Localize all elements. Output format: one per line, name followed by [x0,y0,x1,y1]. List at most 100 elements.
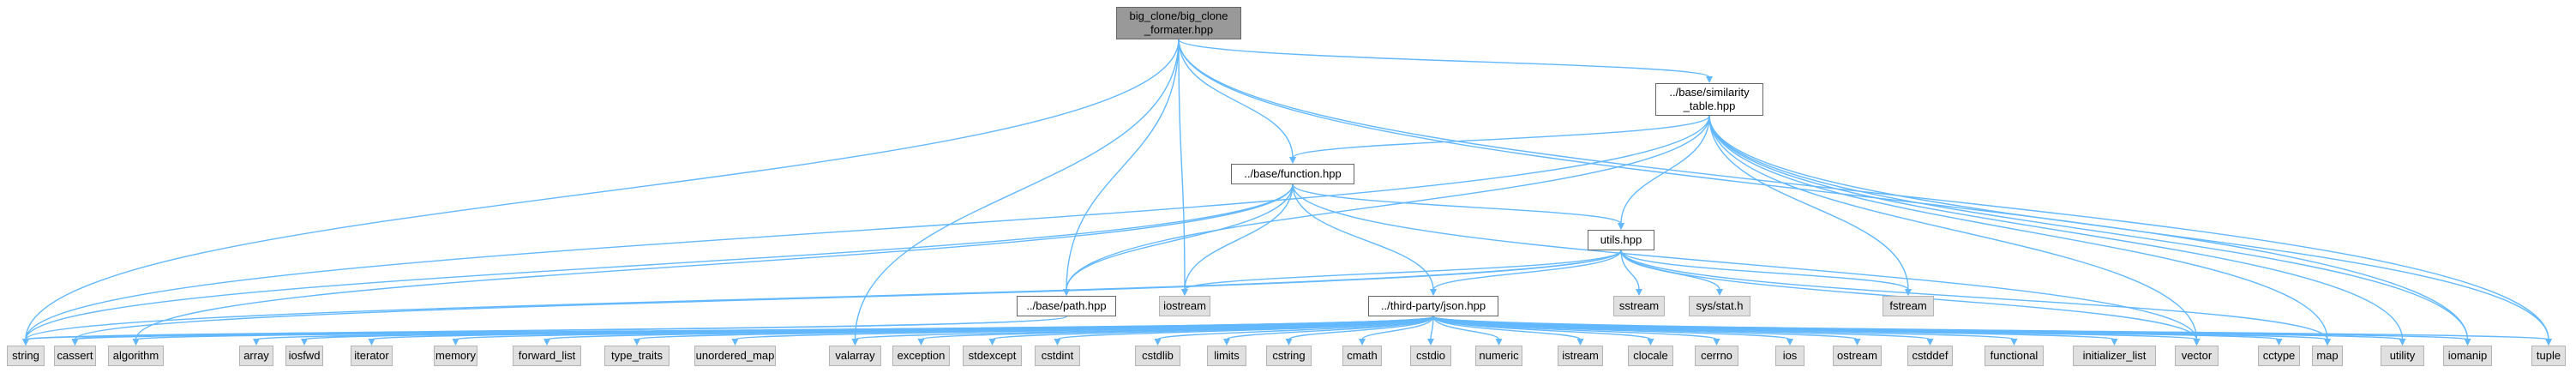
edge-similarity-to-vector [1708,115,2198,340]
node-forward-list[interactable]: forward_list [513,346,581,366]
arrowhead-clocale [1647,339,1654,346]
node-map[interactable]: map [2312,346,2343,366]
node-valarray[interactable]: valarray [829,346,881,366]
node-cstdlib[interactable]: cstdlib [1135,346,1180,366]
edge-root-to-valarray [854,39,1180,340]
edge-similarity-to-path [1066,115,1710,291]
arrowhead-initializer_list [2111,339,2118,346]
edge-function-to-iostream [1184,183,1294,291]
node-tuple[interactable]: tuple [2531,346,2566,366]
node-sstream[interactable]: sstream [1613,296,1665,316]
node-iterator[interactable]: iterator [351,346,393,366]
node-stdexcept[interactable]: stdexcept [963,346,1022,366]
node-iosfwd[interactable]: iosfwd [285,346,323,366]
edge-similarity-to-tuple [1708,115,2549,340]
node-cstdint[interactable]: cstdint [1035,346,1080,366]
node-clocale[interactable]: clocale [1628,346,1673,366]
edge-utils-to-map [1620,250,2328,340]
arrowhead-istream [1576,339,1584,346]
edge-layer [22,39,2552,346]
arrowhead-cassert [71,339,79,346]
node-vector[interactable]: vector [2175,346,2219,366]
node-ostream[interactable]: ostream [1833,346,1882,366]
node-type-traits[interactable]: type_traits [604,346,670,366]
edge-root-to-function [1178,39,1294,159]
arrowhead-algorithm [132,339,140,346]
node-sysstat[interactable]: sys/stat.h [1689,296,1750,316]
node-path[interactable]: ../base/path.hpp [1017,296,1116,316]
arrowhead-cstdlib [1154,339,1162,346]
edge-json-to-istream [1432,316,1582,340]
arrowhead-limits [1223,339,1230,346]
node-cstdio[interactable]: cstdio [1410,346,1451,366]
arrowhead-cmath [1359,339,1366,346]
node-iomanip[interactable]: iomanip [2443,346,2492,366]
edge-root-to-path [1066,39,1180,291]
node-iostream[interactable]: iostream [1159,296,1210,316]
node-string[interactable]: string [7,346,45,366]
node-limits[interactable]: limits [1207,346,1246,366]
node-cctype[interactable]: cctype [2258,346,2300,366]
node-cmath[interactable]: cmath [1342,346,1382,366]
arrowhead-functional [2010,339,2018,346]
node-memory[interactable]: memory [434,346,477,366]
arrowhead-cerrno [1713,339,1720,346]
arrowhead-vector [2193,339,2201,346]
arrowhead-similarity [1706,76,1713,83]
node-root[interactable]: big_clone/big_clone _formater.hpp [1116,7,1241,39]
arrowhead-stdexcept [988,339,996,346]
node-numeric[interactable]: numeric [1475,346,1522,366]
arrowhead-string [22,339,29,346]
edge-json-to-cstring [1288,316,1434,340]
edge-json-to-clocale [1432,316,1652,340]
node-similarity[interactable]: ../base/similarity _table.hpp [1655,83,1763,116]
node-utility[interactable]: utility [2381,346,2424,366]
edge-function-to-utils [1292,183,1622,225]
edge-root-to-string [25,39,1180,340]
arrowhead-iomanip [2464,339,2471,346]
arrowhead-unordered_map [731,339,739,346]
arrowhead-valarray [851,339,859,346]
node-ios[interactable]: ios [1775,346,1804,366]
arrowhead-tuple [2545,339,2552,346]
node-cerrno[interactable]: cerrno [1695,346,1738,366]
edge-json-to-iomanip [1432,316,2469,340]
edge-similarity-to-iomanip [1708,115,2469,340]
node-functional[interactable]: functional [1985,346,2044,366]
edge-function-to-algorithm [135,183,1294,340]
arrowhead-sstream [1636,289,1642,296]
arrowhead-cstdio [1427,339,1434,346]
node-cstddef[interactable]: cstddef [1907,346,1953,366]
arrowhead-cstring [1285,339,1293,346]
node-algorithm[interactable]: algorithm [108,346,164,366]
arrowhead-iostream [1181,289,1188,296]
edge-root-to-iostream [1178,39,1186,291]
arrowhead-utility [2399,339,2406,346]
arrowhead-iterator [368,339,375,346]
node-istream[interactable]: istream [1558,346,1603,366]
node-cassert[interactable]: cassert [54,346,96,366]
arrowhead-ostream [1853,339,1861,346]
arrowhead-sysstat [1716,289,1723,296]
edge-utils-to-sstream [1620,250,1640,291]
node-json[interactable]: ../third-party/json.hpp [1368,296,1498,316]
arrowhead-function [1289,157,1296,164]
node-cstring[interactable]: cstring [1266,346,1312,366]
node-initializer-list[interactable]: initializer_list [2073,346,2156,366]
edge-utils-to-iostream [1184,250,1622,291]
node-unordered-map[interactable]: unordered_map [694,346,776,366]
node-array[interactable]: array [239,346,273,366]
node-function[interactable]: ../base/function.hpp [1231,164,1354,184]
node-exception[interactable]: exception [892,346,950,366]
arrowhead-exception [917,339,925,346]
arrowhead-array [253,339,260,346]
arrowhead-utils [1618,223,1624,230]
node-utils[interactable]: utils.hpp [1588,230,1654,250]
node-fstream[interactable]: fstream [1882,296,1934,316]
edge-json-to-limits [1226,316,1434,340]
edge-function-to-string [25,183,1294,340]
arrowhead-type_traits [633,339,640,346]
edge-function-to-path [1066,183,1294,291]
edge-similarity-to-string [25,115,1710,340]
edge-json-to-cstdlib [1156,316,1434,340]
